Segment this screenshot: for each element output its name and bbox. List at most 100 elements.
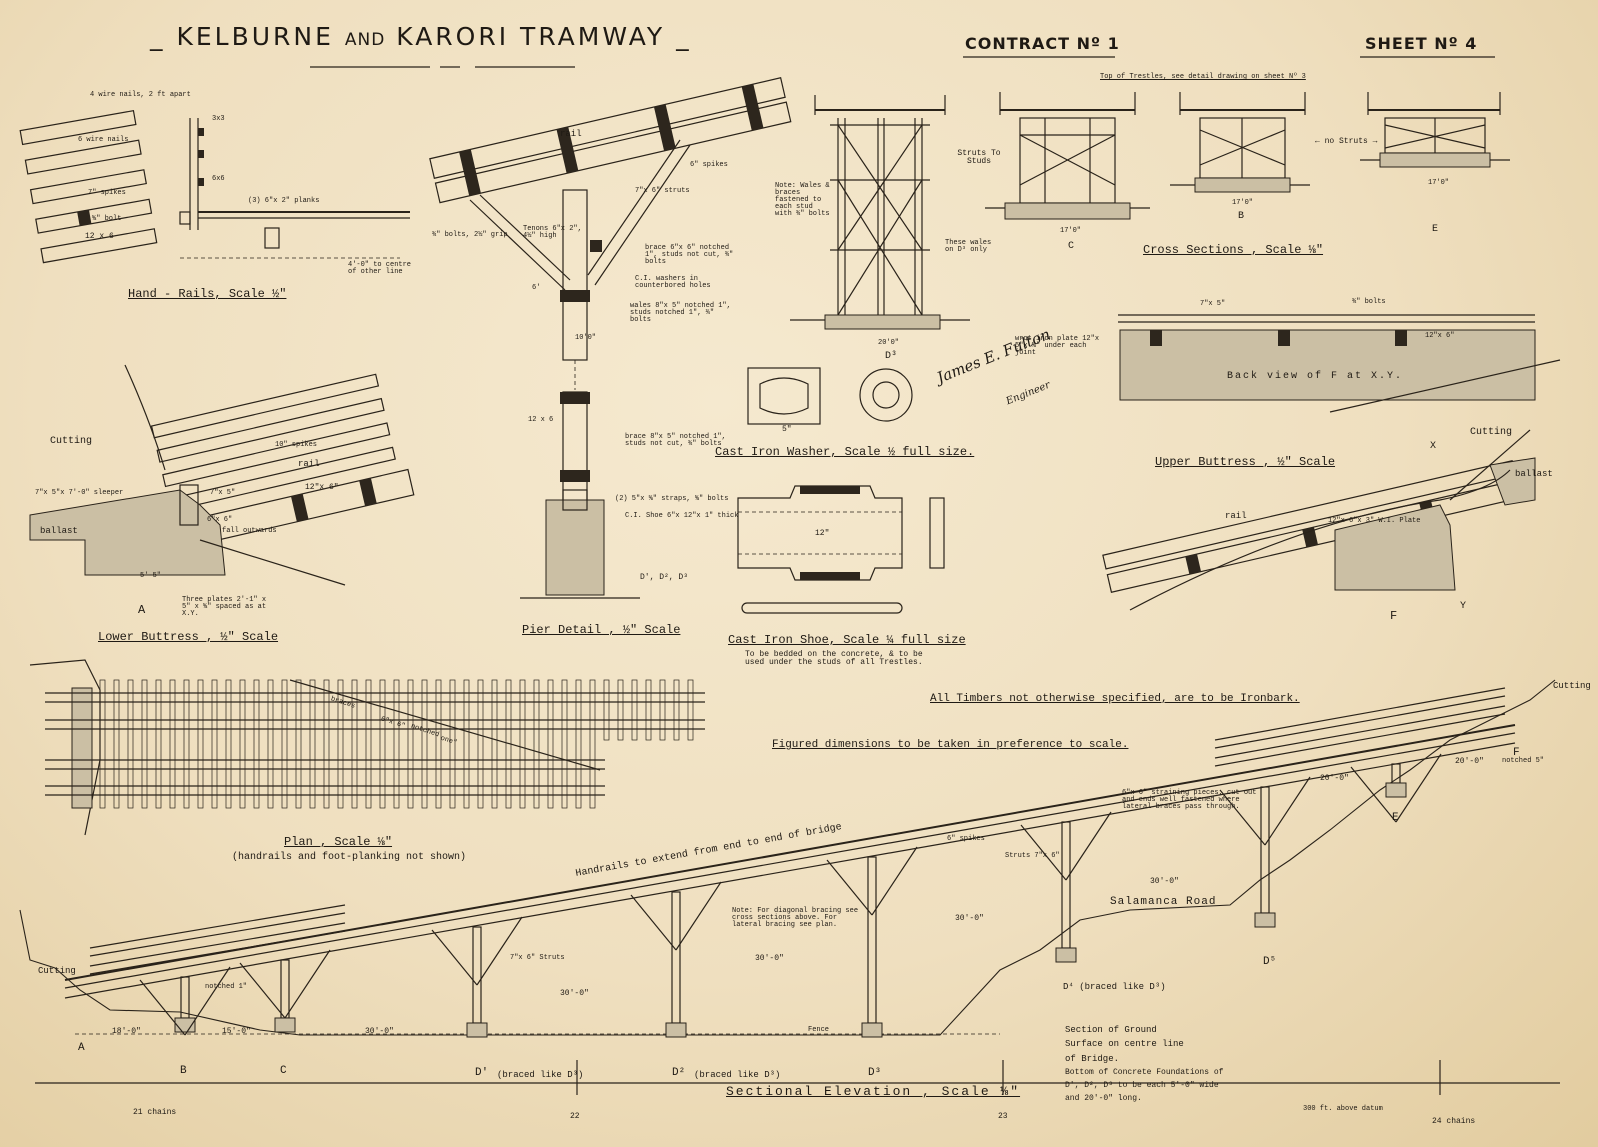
elev-dim-7: 30'-0" xyxy=(1150,877,1179,886)
elevation-caption: Sectional Elevation , Scale ⅛" xyxy=(726,1084,1021,1099)
chainage-22: 22 xyxy=(570,1112,580,1121)
washer-caption: Cast Iron Washer, Scale ½ full size. xyxy=(715,445,975,459)
elev-label-f: F xyxy=(1513,747,1520,759)
lower-label-6x6: 6"x 6" xyxy=(207,516,233,524)
elev-dim-2: 15'-0" xyxy=(222,1027,251,1036)
handrail-label-timber: 12 x 6 xyxy=(85,232,114,241)
elev-label-d2-braced: (braced like D³) xyxy=(694,1070,781,1080)
elevation-pier-strut xyxy=(476,916,523,986)
elevation-pier-post xyxy=(1391,763,1401,784)
lower-label-timber: 12"x 6" xyxy=(305,483,339,492)
title-part-b: KARORI xyxy=(396,22,510,51)
elevation-pier-strut xyxy=(184,966,231,1036)
plan-sleeper xyxy=(379,679,386,809)
datum-label: 300 ft. above datum xyxy=(1303,1105,1383,1113)
notched-label: notched 1" xyxy=(205,983,248,991)
elevation-pier-footing xyxy=(274,1017,296,1033)
cutting-left-label: Cutting xyxy=(38,966,76,976)
d5-label: D⁵ xyxy=(1263,956,1277,968)
pier-label-height: 10'0" xyxy=(575,334,597,342)
upper-buttress-caption: Upper Buttress , ½" Scale xyxy=(1155,455,1336,469)
pier-label-tenons: Tenons 6"x 2", 4½" high xyxy=(523,225,582,240)
plan-sleeper xyxy=(365,679,372,809)
plan-sleeper xyxy=(547,679,554,809)
upper-label-rail: rail xyxy=(1225,511,1247,521)
elev-dim-1: 18'-0" xyxy=(112,1027,141,1036)
upper-label-wi-plate: 12"x 6"x 3" W.I. Plate xyxy=(1328,517,1421,525)
pier-label-washers: C.I. washers in counterbored holes xyxy=(635,275,711,290)
upper-label-7x5: 7"x 5" xyxy=(1200,300,1226,308)
upper-label-ballast: ballast xyxy=(1515,469,1553,479)
struts-to-studs-label: Struts To Studs xyxy=(957,149,1001,166)
plan-sleeper xyxy=(575,679,582,809)
bracing-note: Note: For diagonal bracing see cross sec… xyxy=(732,907,859,929)
elevation-pier-footing xyxy=(861,1022,883,1038)
no-struts-label: ← no Struts → xyxy=(1315,137,1378,146)
spikes-label: 6" spikes xyxy=(947,835,985,843)
pier-label-brace1: brace 6"x 6" notched 1", studs not cut, … xyxy=(645,244,734,266)
elevation-pier-footing xyxy=(665,1022,687,1038)
struts-label: 7"x 6" Struts xyxy=(510,954,565,962)
trestle-dim-d3: 20'0" xyxy=(878,339,900,347)
handrail-label-bolt: ⅝" bolt xyxy=(92,215,122,223)
shoe-drawing xyxy=(737,485,945,614)
elev-label-a: A xyxy=(78,1042,85,1054)
contract-number: CONTRACT Nº 1 xyxy=(965,34,1120,53)
pier-label-shoe: C.I. Shoe 6"x 12"x 1" thick xyxy=(625,512,739,520)
elevation-pier-footing xyxy=(1385,782,1407,798)
plan-sleeper xyxy=(351,679,358,809)
fence-label: Fence xyxy=(808,1026,830,1034)
elev-label-e: E xyxy=(1392,812,1399,824)
plan-sleeper xyxy=(673,679,680,741)
wales-note: Note: Wales & braces fastened to each st… xyxy=(775,182,830,218)
elevation-pier-strut xyxy=(431,929,478,986)
cross-section-drawings xyxy=(790,92,1510,330)
trestle-label-b: B xyxy=(1238,211,1245,222)
elevation-pier-post xyxy=(671,891,681,1024)
plan-sleeper xyxy=(617,679,624,741)
plan-sleeper xyxy=(169,679,176,809)
elevation-pier-strut xyxy=(1395,753,1442,823)
elev-dim-9: 20'-0" xyxy=(1455,757,1484,766)
trestle-dim-c: 17'0" xyxy=(1060,227,1082,235)
elev-label-d1-braced: (braced like D³) xyxy=(497,1070,584,1080)
plan-sleeper xyxy=(645,679,652,741)
trestle-dim-e: 17'0" xyxy=(1428,179,1450,187)
upper-label-x: X xyxy=(1430,441,1437,452)
notched5-label: notched 5" xyxy=(1502,757,1545,765)
plan-sleeper xyxy=(281,679,288,809)
plan-sleeper xyxy=(533,679,540,809)
elevation-pier-strut xyxy=(1219,789,1266,846)
plan-sleeper xyxy=(659,679,666,741)
handrail-label-wire-nails: 6 wire nails xyxy=(78,136,129,144)
elevation-pier-post xyxy=(472,926,482,1024)
handrail-label-post2: 6x6 xyxy=(212,175,225,183)
cutting-right-label: Cutting xyxy=(1553,681,1591,691)
plan-sleeper xyxy=(183,679,190,809)
shoe-dim: 12" xyxy=(815,529,830,538)
ground-surface-note: Section of Ground Surface on centre line… xyxy=(1065,1025,1184,1064)
handrail-label-post: 3x3 xyxy=(212,115,225,123)
trestle-top-note: Top of Trestles, see detail drawing on s… xyxy=(1100,73,1306,81)
plan-sleeper xyxy=(239,679,246,809)
chainage-24: 24 chains xyxy=(1432,1117,1476,1126)
upper-label-plate: wrot iron plate 12"x 5"x ⅝" under each j… xyxy=(1015,335,1100,357)
elevation-piers xyxy=(139,753,1442,1038)
lower-label-spikes: 10" spikes xyxy=(275,441,318,449)
elevation-pier-strut xyxy=(1264,776,1311,846)
chainage-23: 23 xyxy=(998,1112,1008,1121)
plan-sleeper xyxy=(393,679,400,809)
plan-sleeper xyxy=(309,679,316,809)
shoe-note: To be bedded on the concrete, & to be us… xyxy=(745,650,923,667)
plan-sleeper xyxy=(477,679,484,809)
chainage-21: 21 chains xyxy=(133,1108,177,1117)
pier-label-6ft: 6' xyxy=(532,284,541,292)
title-part-c: TRAMWAY xyxy=(520,22,666,51)
drawing-title: _ KELBURNE AND KARORI TRAMWAY _ xyxy=(150,22,692,51)
pier-label-timber: 12 x 6 xyxy=(528,416,554,424)
lower-label-sleeper: 7"x 5"x 7'-0" sleeper xyxy=(35,489,124,497)
struts2-label: Struts 7"x 6" xyxy=(1005,852,1060,860)
plan-subcaption: (handrails and foot-planking not shown) xyxy=(232,852,467,863)
these-wales-note: These wales on D³ only xyxy=(945,239,992,254)
plan-sleeper xyxy=(603,679,610,741)
